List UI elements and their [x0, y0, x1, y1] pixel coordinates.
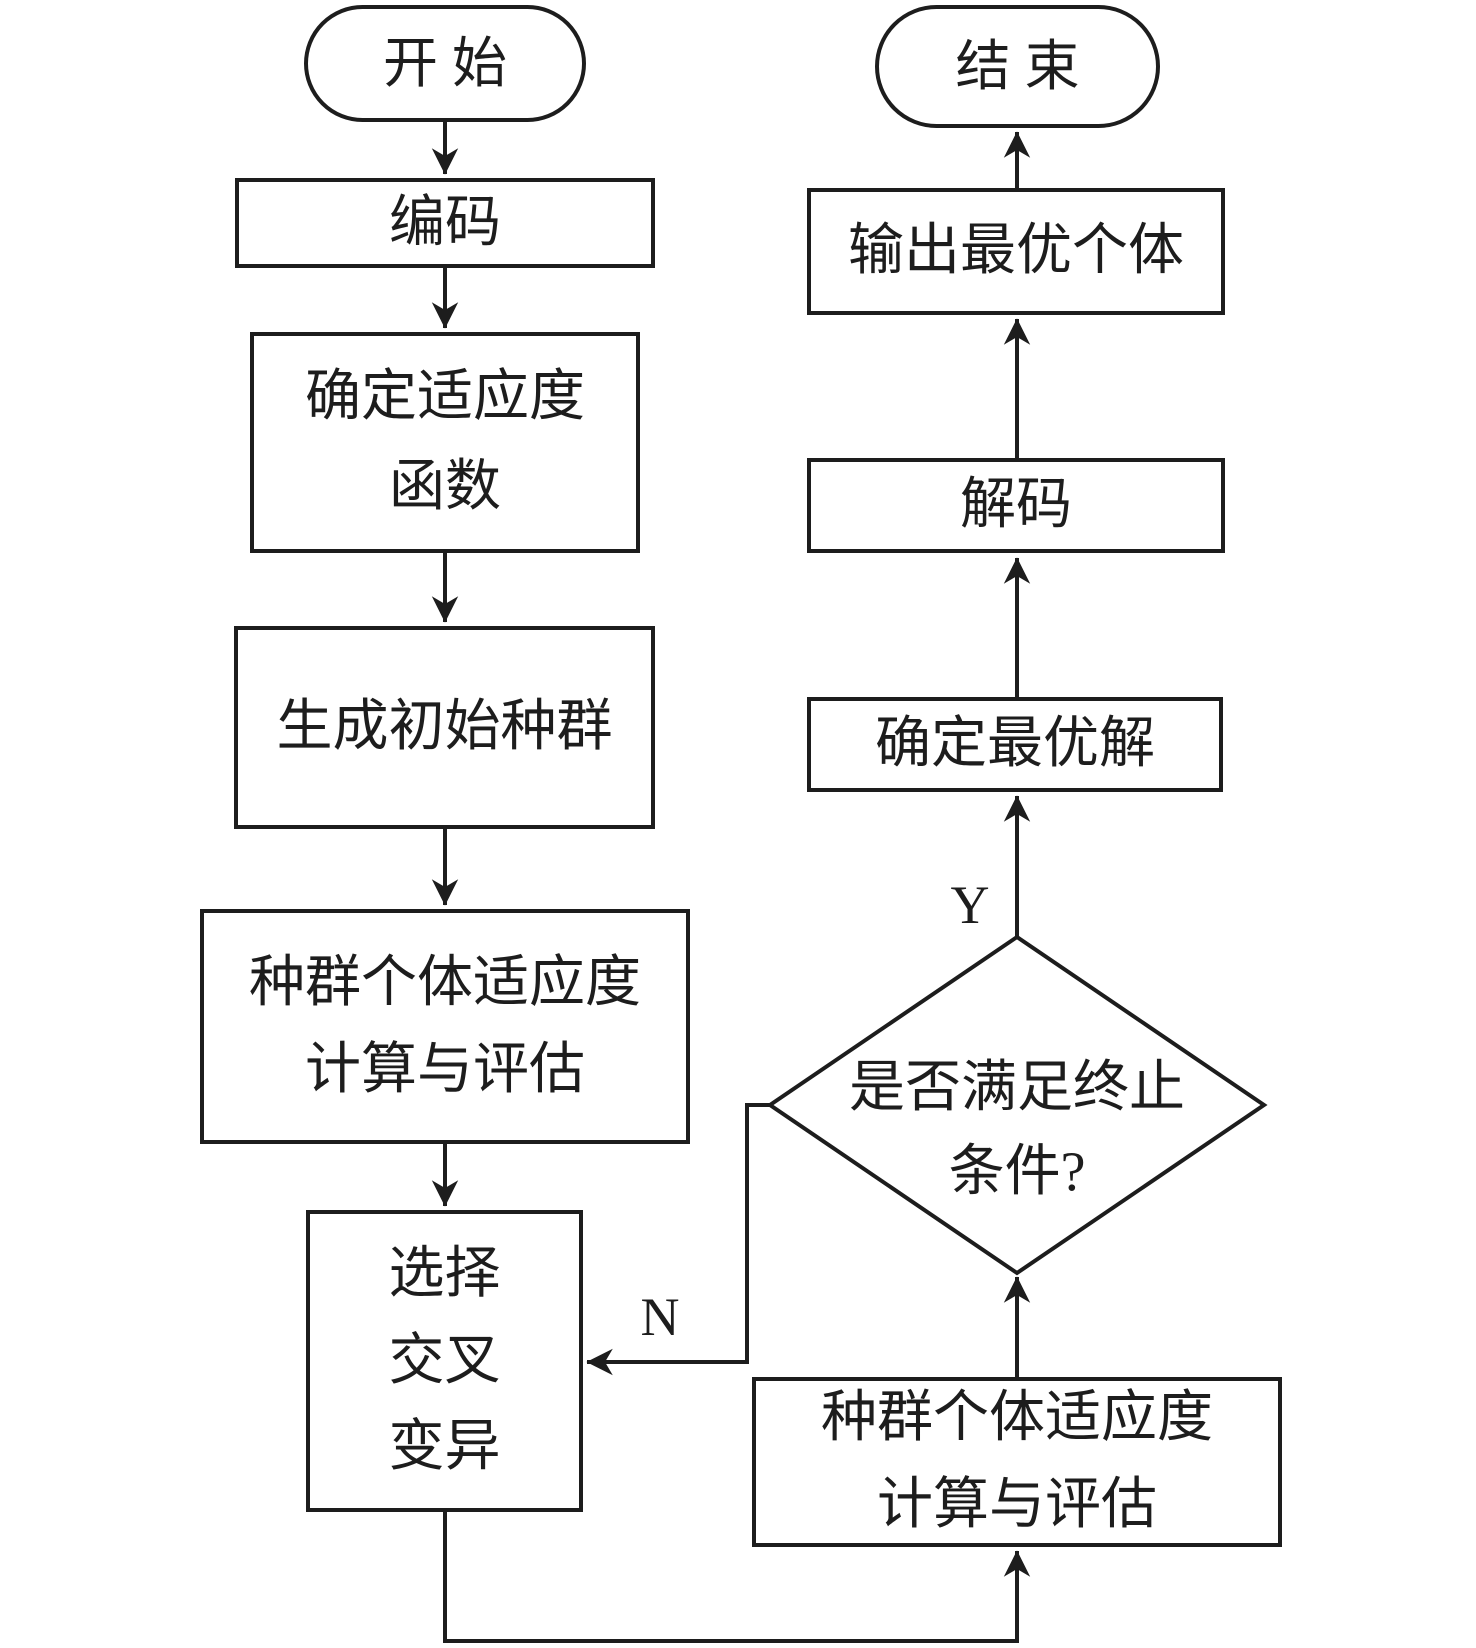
node-evaluation-2-line1: 种群个体适应度 [821, 1387, 1213, 1450]
node-end: 结束 [875, 5, 1160, 128]
node-encode: 编码 [235, 178, 655, 268]
node-start: 开始 [304, 5, 586, 122]
node-start-label: 开始 [382, 32, 521, 94]
node-decode-label: 解码 [960, 474, 1072, 537]
node-fitness-function-line1: 确定适应度 [305, 365, 585, 428]
node-selection-line3: 变异 [388, 1416, 501, 1479]
node-encode-label: 编码 [389, 191, 501, 254]
node-optimal-solution: 确定最优解 [807, 697, 1223, 792]
edge-selection-to-evaluation-2 [443, 1512, 1031, 1643]
node-evaluation-1-line2: 计算与评估 [305, 1038, 585, 1101]
node-fitness-function: 确定适应度 函数 [250, 332, 640, 553]
node-end-label: 结束 [955, 35, 1094, 97]
edge-condition-no-to-selection [586, 1103, 770, 1376]
node-fitness-function-line2: 函数 [389, 455, 501, 518]
node-initial-population: 生成初始种群 [234, 626, 655, 829]
node-condition-line1: 是否满足终止 [849, 1057, 1185, 1119]
node-evaluation-2: 种群个体适应度 计算与评估 [752, 1377, 1282, 1547]
branch-label-no: N [640, 1287, 680, 1347]
branch-label-yes: Y [950, 875, 990, 935]
node-evaluation-2-line2: 计算与评估 [877, 1474, 1157, 1536]
node-selection-line2: 交叉 [388, 1329, 501, 1392]
node-evaluation-1: 种群个体适应度 计算与评估 [200, 909, 690, 1144]
node-condition-label: 是否满足终止 条件? [800, 1045, 1234, 1215]
node-decode: 解码 [807, 458, 1225, 553]
node-output-best-label: 输出最优个体 [848, 220, 1184, 283]
node-selection-line1: 选择 [388, 1242, 501, 1305]
node-initial-population-label: 生成初始种群 [276, 696, 613, 759]
node-output-best: 输出最优个体 [807, 188, 1225, 315]
node-condition-line2: 条件? [948, 1141, 1086, 1203]
node-optimal-solution-label: 确定最优解 [875, 713, 1155, 776]
node-evaluation-1-line1: 种群个体适应度 [249, 951, 641, 1014]
condition-diamond-shape [766, 934, 1268, 1276]
node-selection-crossover-mutation: 选择 交叉 变异 [306, 1210, 583, 1512]
